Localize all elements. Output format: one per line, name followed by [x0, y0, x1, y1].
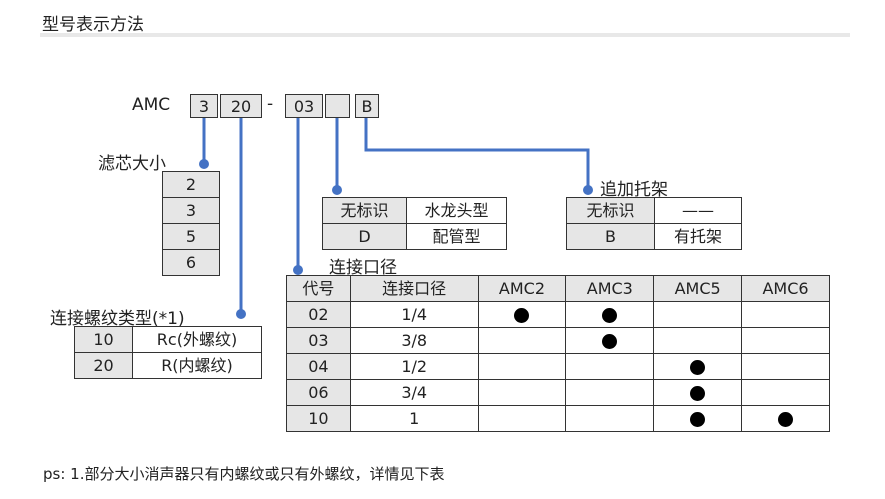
port-size-value: 1/4: [349, 301, 479, 328]
mark-cell: [477, 405, 567, 432]
port-size-value: 3/8: [349, 327, 479, 354]
port-size-value: 1/2: [349, 353, 479, 380]
bracket-desc: ——: [654, 197, 742, 224]
filter-size-cell: 2: [162, 171, 220, 198]
thread-type-table: 10 Rc(外螺纹) 20 R(内螺纹): [74, 326, 262, 379]
filter-size-cell: 5: [162, 223, 220, 250]
mark-cell: [741, 327, 830, 354]
availability-dot-icon: [690, 412, 706, 427]
mark-cell: [741, 353, 830, 380]
port-size-header: 代号: [286, 275, 351, 302]
mark-cell: [653, 379, 743, 406]
thread-type-desc: R(内螺纹): [132, 352, 262, 379]
mark-cell: [653, 301, 743, 328]
availability-dot-icon: [514, 308, 530, 323]
end-type-table: 无标识 水龙头型 D 配管型: [322, 197, 507, 250]
code-box-end-type: [325, 94, 350, 118]
thread-type-code: 10: [74, 326, 133, 353]
mark-cell: [565, 405, 655, 432]
mark-cell: [565, 327, 655, 354]
port-code: 02: [286, 301, 351, 328]
bracket-label: 追加托架: [600, 180, 668, 200]
table-row: 02 1/4: [286, 301, 830, 328]
thread-type-code: 20: [74, 352, 133, 379]
mark-cell: [653, 327, 743, 354]
thread-type-desc: Rc(外螺纹): [132, 326, 262, 353]
mark-cell: [741, 379, 830, 406]
end-type-code: D: [322, 223, 407, 250]
end-type-desc: 水龙头型: [406, 197, 507, 224]
bracket-code: B: [566, 223, 655, 250]
mark-cell: [477, 301, 567, 328]
connector-dot-bracket: [583, 185, 593, 195]
port-size-value: 3/4: [349, 379, 479, 406]
table-row: 04 1/2: [286, 353, 830, 380]
code-box-thread-type: 20: [220, 94, 262, 118]
port-code: 03: [286, 327, 351, 354]
mark-cell: [653, 405, 743, 432]
port-code: 04: [286, 353, 351, 380]
port-size-table: 代号 连接口径 AMC2 AMC3 AMC5 AMC6 02 1/4 03 3/…: [286, 275, 830, 432]
mark-cell: [477, 327, 567, 354]
mark-cell: [477, 379, 567, 406]
mark-cell: [477, 353, 567, 380]
table-row: 10 1: [286, 405, 830, 432]
port-code: 06: [286, 379, 351, 406]
availability-dot-icon: [602, 308, 618, 323]
connector-dot-filter-size: [199, 159, 209, 169]
mark-cell: [741, 405, 830, 432]
model-prefix: AMC: [132, 95, 171, 115]
connector-dot-port-size: [293, 265, 303, 275]
port-size-label: 连接口径: [329, 258, 397, 278]
end-type-code: 无标识: [322, 197, 407, 224]
thread-type-label: 连接螺纹类型(*1): [50, 309, 185, 329]
footnote: ps: 1.部分大小消声器只有内螺纹或只有外螺纹，详情见下表: [43, 465, 445, 483]
port-size-value: 1: [349, 405, 479, 432]
port-size-header: AMC5: [653, 275, 743, 302]
availability-dot-icon: [778, 412, 794, 427]
code-box-filter-size: 3: [190, 94, 218, 118]
mark-cell: [653, 353, 743, 380]
availability-dot-icon: [690, 386, 706, 401]
mark-cell: [565, 301, 655, 328]
title-underline: [40, 33, 850, 37]
connector-bracket: [364, 118, 590, 188]
code-box-port-size: 03: [285, 94, 323, 118]
page-title: 型号表示方法: [42, 15, 144, 35]
table-row: 06 3/4: [286, 379, 830, 406]
bracket-code: 无标识: [566, 197, 655, 224]
availability-dot-icon: [690, 360, 706, 375]
mark-cell: [565, 353, 655, 380]
port-size-header: AMC6: [741, 275, 830, 302]
filter-size-cell: 3: [162, 197, 220, 224]
code-dash: -: [267, 94, 274, 114]
port-size-header: 连接口径: [349, 275, 479, 302]
port-size-header: AMC3: [565, 275, 655, 302]
availability-dot-icon: [602, 334, 618, 349]
mark-cell: [741, 301, 830, 328]
mark-cell: [565, 379, 655, 406]
bracket-table: 无标识 —— B 有托架: [566, 197, 742, 250]
port-code: 10: [286, 405, 351, 432]
port-size-header-row: 代号 连接口径 AMC2 AMC3 AMC5 AMC6: [286, 275, 830, 302]
connector-dot-end-type: [332, 185, 342, 195]
filter-size-table: 2 3 5 6: [162, 171, 220, 276]
code-box-bracket: B: [355, 94, 379, 118]
filter-size-label: 滤芯大小: [98, 154, 166, 174]
bracket-desc: 有托架: [654, 223, 742, 250]
port-size-header: AMC2: [477, 275, 567, 302]
filter-size-cell: 6: [162, 249, 220, 276]
end-type-desc: 配管型: [406, 223, 507, 250]
table-row: 03 3/8: [286, 327, 830, 354]
connector-dot-thread-type: [236, 309, 246, 319]
